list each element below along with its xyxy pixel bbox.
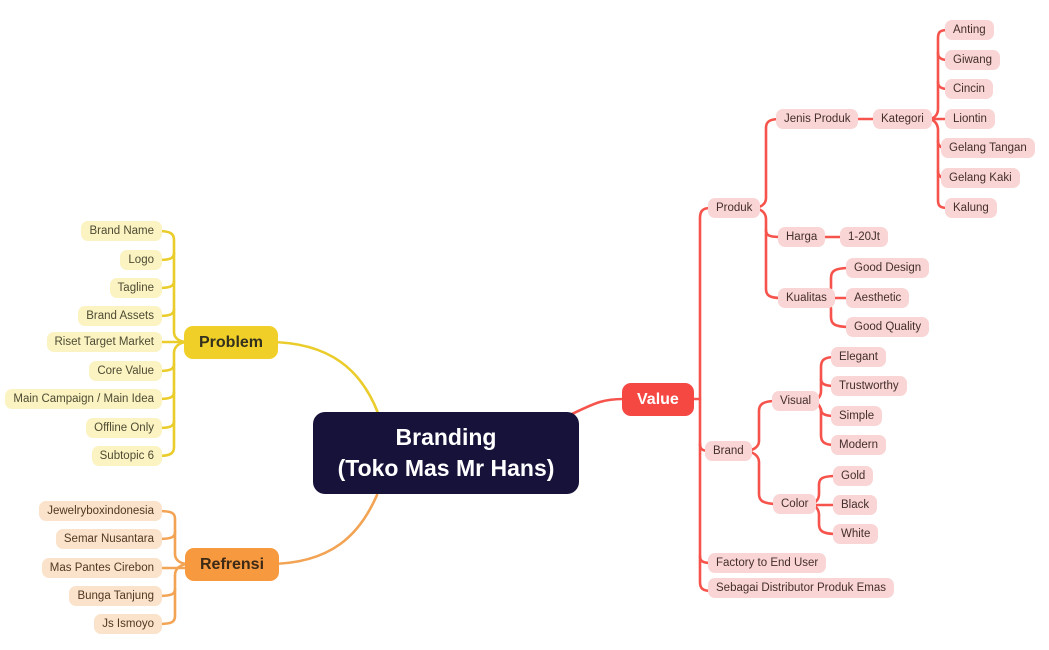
leaf-node-modern[interactable]: Modern [831, 435, 886, 455]
branch-node-value[interactable]: Value [622, 383, 694, 416]
leaf-node-mas-pantes-cirebon[interactable]: Mas Pantes Cirebon [41, 558, 162, 578]
leaf-node-color[interactable]: Color [773, 494, 817, 514]
leaf-node-1-20jt[interactable]: 1-20Jt [840, 227, 888, 247]
leaf-node-core-value[interactable]: Core Value [89, 361, 162, 381]
leaf-node-riset-target-market[interactable]: Riset Target Market [46, 332, 162, 352]
leaf-node-white[interactable]: White [833, 524, 879, 544]
leaf-node-brand-assets[interactable]: Brand Assets [78, 306, 162, 326]
leaf-node-tagline[interactable]: Tagline [109, 278, 162, 298]
leaf-node-liontin[interactable]: Liontin [945, 109, 995, 129]
leaf-node-harga[interactable]: Harga [778, 227, 826, 247]
problem-connectors [154, 229, 380, 458]
leaf-node-sebagai-distributor-produk-emas[interactable]: Sebagai Distributor Produk Emas [708, 578, 895, 598]
leaf-node-good-design[interactable]: Good Design [846, 258, 930, 278]
leaf-node-aesthetic[interactable]: Aesthetic [846, 288, 910, 308]
branch-node-refrensi[interactable]: Refrensi [185, 548, 280, 581]
leaf-node-gold[interactable]: Gold [833, 466, 874, 486]
leaf-node-produk[interactable]: Produk [708, 198, 761, 218]
leaf-node-kualitas[interactable]: Kualitas [778, 288, 835, 308]
leaf-node-jenis-produk[interactable]: Jenis Produk [776, 109, 859, 129]
leaf-node-bunga-tanjung[interactable]: Bunga Tanjung [69, 586, 162, 606]
leaf-node-trustworthy[interactable]: Trustworthy [831, 376, 907, 396]
leaf-node-semar-nusantara[interactable]: Semar Nusantara [55, 529, 162, 549]
leaf-node-subtopic-6[interactable]: Subtopic 6 [91, 446, 162, 466]
leaf-node-jewelryboxindonesia[interactable]: Jewelryboxindonesia [39, 501, 162, 521]
leaf-node-gelang-kaki[interactable]: Gelang Kaki [941, 168, 1020, 188]
value-connectors [564, 28, 950, 593]
leaf-node-brand-name[interactable]: Brand Name [81, 221, 162, 241]
branch-node-problem[interactable]: Problem [184, 326, 279, 359]
leaf-node-main-campaign[interactable]: Main Campaign / Main Idea [5, 389, 162, 409]
leaf-node-factory-to-end-user[interactable]: Factory to End User [708, 553, 827, 573]
root-node-branding[interactable]: Branding (Toko Mas Mr Hans) [313, 412, 579, 494]
leaf-node-kategori[interactable]: Kategori [873, 109, 932, 129]
leaf-node-giwang[interactable]: Giwang [945, 50, 1000, 70]
leaf-node-kalung[interactable]: Kalung [945, 198, 997, 218]
leaf-node-js-ismoyo[interactable]: Js Ismoyo [94, 614, 162, 634]
leaf-node-gelang-tangan[interactable]: Gelang Tangan [941, 138, 1035, 158]
leaf-node-elegant[interactable]: Elegant [831, 347, 887, 367]
leaf-node-black[interactable]: Black [833, 495, 878, 515]
leaf-node-simple[interactable]: Simple [831, 406, 883, 426]
leaf-node-good-quality[interactable]: Good Quality [846, 317, 930, 337]
leaf-node-offline-only[interactable]: Offline Only [86, 418, 162, 438]
leaf-node-cincin[interactable]: Cincin [945, 79, 993, 99]
leaf-node-anting[interactable]: Anting [945, 20, 994, 40]
leaf-node-brand[interactable]: Brand [705, 441, 752, 461]
leaf-node-logo[interactable]: Logo [120, 250, 162, 270]
leaf-node-visual[interactable]: Visual [772, 391, 820, 411]
